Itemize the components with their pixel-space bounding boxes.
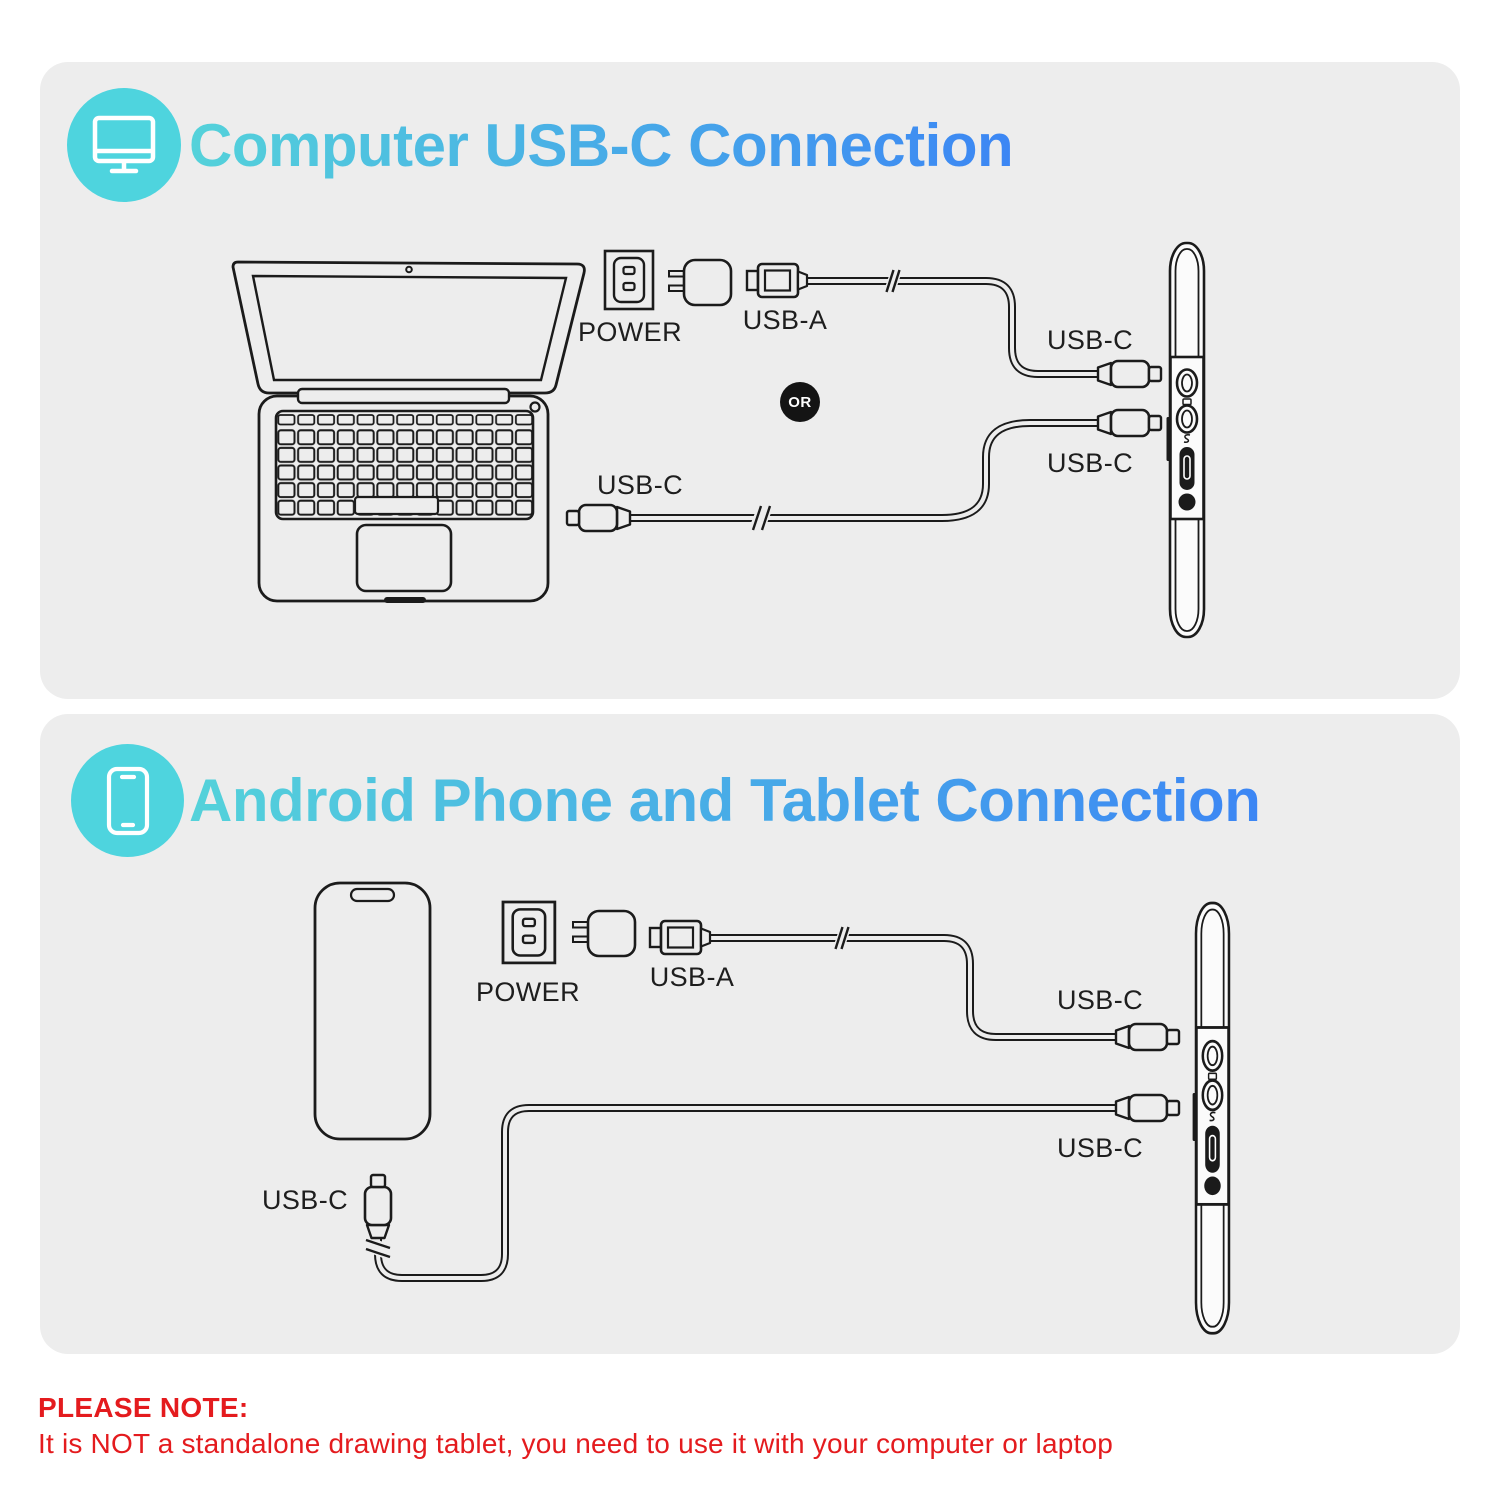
usb-a-label-1: USB-A — [742, 305, 828, 335]
section1-title: Computer USB-C Connection — [189, 112, 1014, 179]
note-title: PLEASE NOTE: — [38, 1392, 249, 1423]
usb-c-label-upper-2: USB-C — [1056, 985, 1144, 1015]
usb-c-label-lower-2: USB-C — [1056, 1133, 1144, 1163]
usb-c-label-lower-1: USB-C — [1046, 448, 1134, 478]
smartphone-icon — [71, 744, 184, 857]
note-body: It is NOT a standalone drawing tablet, y… — [38, 1428, 1114, 1459]
power-label-1: POWER — [577, 317, 683, 347]
section2-title: Android Phone and Tablet Connection — [189, 767, 1261, 834]
usb-a-label-2: USB-A — [649, 962, 735, 992]
usb-c-label-upper-1: USB-C — [1046, 325, 1134, 355]
usb-c-label-phone: USB-C — [261, 1185, 349, 1215]
monitor-icon — [67, 88, 181, 202]
usb-c-label-laptop: USB-C — [596, 470, 684, 500]
or-badge: OR — [780, 382, 820, 422]
power-label-2: POWER — [475, 977, 581, 1007]
